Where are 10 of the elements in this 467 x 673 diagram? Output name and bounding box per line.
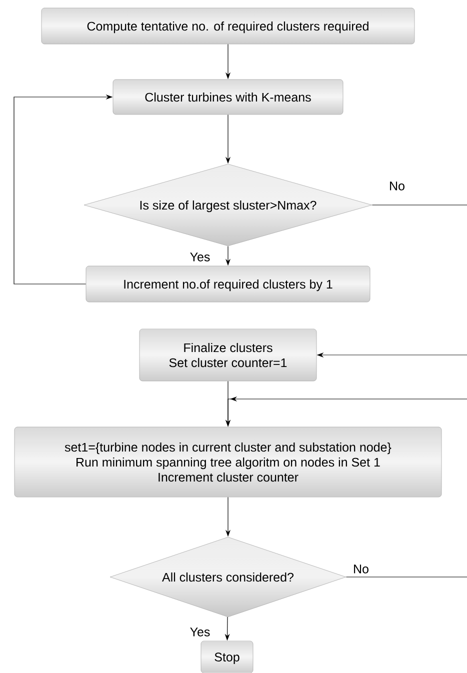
process-box: set1={turbine nodes in current cluster and substation node} Run minimum spanning tree algoritm on nodes in Set 1 Increment cluster counter — [14, 426, 442, 498]
edge-label: No — [352, 564, 370, 574]
process-box: Finalize clusters Set cluster counter=1 — [139, 328, 317, 382]
process-box: Increment no.of required clusters by 1 — [86, 266, 370, 302]
edge-label: Yes — [188, 252, 212, 262]
edge-label: No — [388, 180, 406, 192]
process-box: Cluster turbines with K-means — [112, 79, 344, 115]
process-box: Stop — [200, 640, 254, 673]
edge-label: Yes — [188, 626, 212, 638]
process-box: Compute tentative no. of required clusters required — [41, 8, 415, 44]
